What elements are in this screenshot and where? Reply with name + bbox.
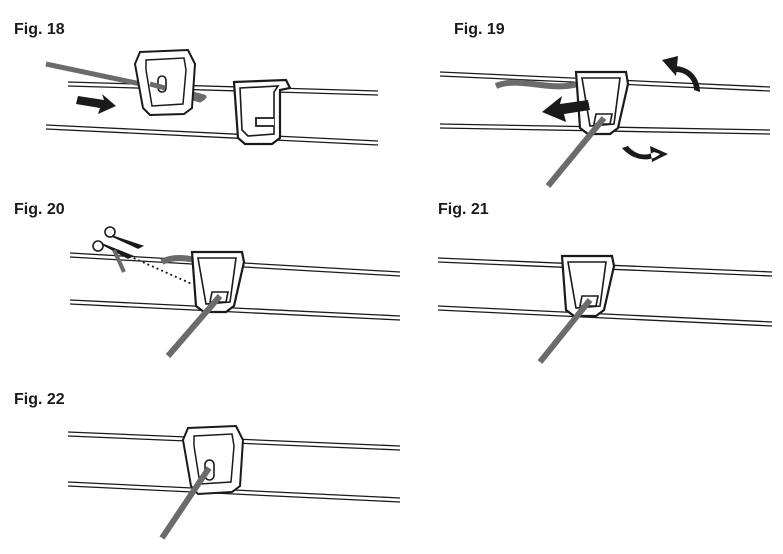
cord [45,61,207,103]
figure-22: Fig. 22 [14,391,401,540]
cord [494,79,579,90]
cord-end [537,298,593,364]
cord-end [545,116,607,188]
cord-clip-open [232,78,292,146]
figure-20: Fig. 20 [14,201,401,358]
cord [160,255,197,265]
figure-20-label: Fig. 20 [14,201,65,218]
figure-21-label: Fig. 21 [438,201,489,218]
rotate-arrow-icon [622,146,668,162]
figure-19: Fig. 19 [439,21,771,188]
cord-end [149,81,166,91]
push-arrow-icon [542,96,590,122]
cord-end [165,294,223,358]
cord-clip [190,250,246,314]
figure-22-label: Fig. 22 [14,391,65,408]
rotate-arrow-icon [662,56,700,92]
figure-18-label: Fig. 18 [14,21,65,38]
scissors-icon [92,226,145,273]
figure-21: Fig. 21 [437,201,773,364]
cord-end [159,466,212,540]
rail [45,81,379,146]
figure-18: Fig. 18 [14,21,379,146]
push-arrow-icon [76,94,116,114]
cord-clip [133,48,197,117]
figure-19-label: Fig. 19 [454,21,505,38]
cord-clip [181,424,245,496]
cut-line [119,251,193,285]
